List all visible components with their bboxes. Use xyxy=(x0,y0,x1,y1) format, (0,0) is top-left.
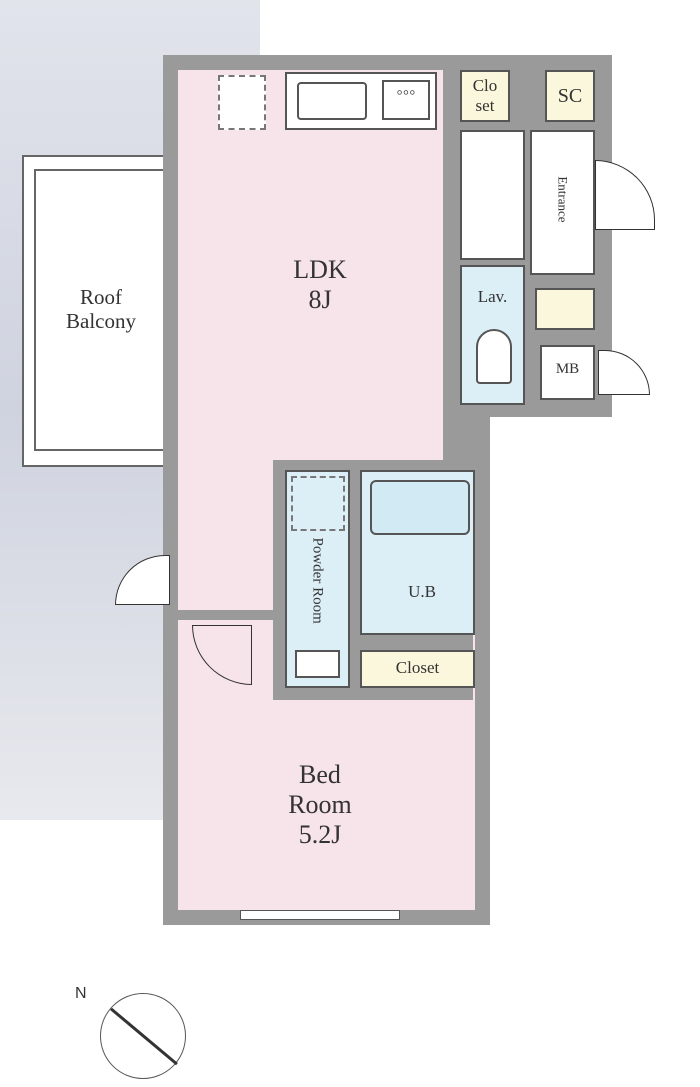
stove-icon: ◦◦◦ xyxy=(382,80,430,120)
meter-box-door[interactable] xyxy=(598,350,650,395)
shoe-closet: SC xyxy=(545,70,595,122)
refrigerator-space xyxy=(218,75,266,130)
ldk-room xyxy=(178,70,443,460)
washbasin-icon xyxy=(295,650,340,678)
entrance-door[interactable] xyxy=(595,160,655,230)
sink-icon xyxy=(297,82,367,120)
toilet-icon xyxy=(476,329,512,384)
compass-icon xyxy=(100,993,186,1079)
lavatory: Lav. xyxy=(460,265,525,405)
unit-bath: U.B xyxy=(360,470,475,635)
north-label: N xyxy=(75,985,87,1002)
washer-space xyxy=(291,476,345,531)
closet-bedroom: Closet xyxy=(360,650,475,688)
powder-room: Powder Room xyxy=(285,470,350,688)
entrance: Entrance xyxy=(530,130,595,275)
bathtub-icon xyxy=(370,480,470,535)
hall xyxy=(460,130,525,260)
storage xyxy=(535,288,595,330)
ldk-room-extension xyxy=(178,455,273,610)
meter-box: MB xyxy=(540,345,595,400)
window xyxy=(240,910,400,920)
kitchen-counter: ◦◦◦ xyxy=(285,72,437,130)
